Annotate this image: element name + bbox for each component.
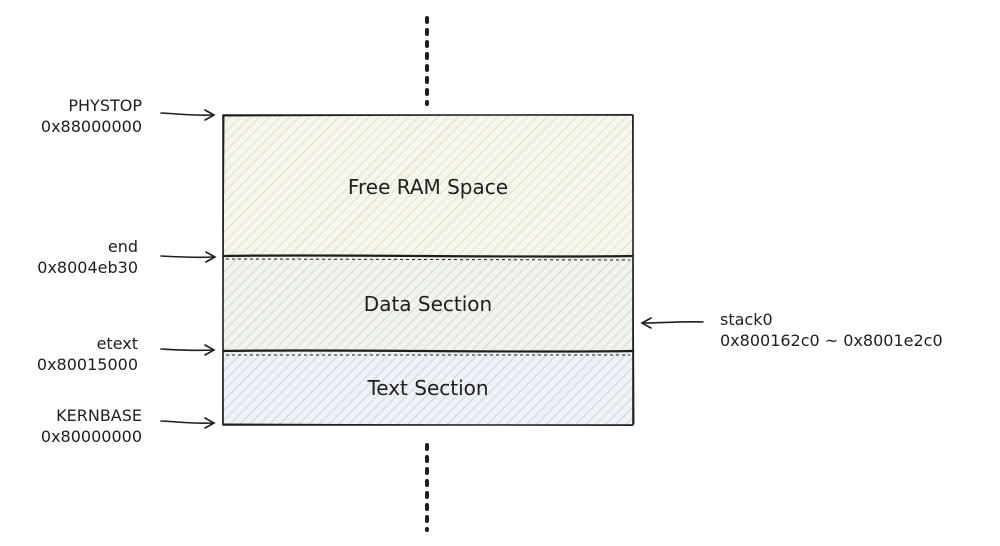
end-label: end 0x8004eb30	[37, 236, 138, 278]
divider-end	[222, 254, 634, 258]
arrow-phystop	[160, 109, 216, 121]
free-ram-section	[223, 115, 633, 256]
text-section	[223, 352, 633, 425]
etext-address: 0x80015000	[36, 355, 138, 374]
stack0-address: 0x800162c0 ~ 0x8001e2c0	[720, 331, 943, 350]
etext-label: etext 0x80015000	[37, 333, 138, 375]
memory-block-border-sketch	[222, 114, 635, 426]
phystop-label: PHYSTOP 0x88000000	[41, 95, 142, 137]
arrow-end	[160, 251, 217, 263]
data-section	[223, 256, 633, 352]
stack0-label: stack0 0x800162c0 ~ 0x8001e2c0	[720, 309, 943, 351]
phystop-address: 0x88000000	[40, 117, 142, 136]
phystop-name: PHYSTOP	[68, 96, 142, 115]
free-ram-label: Free RAM Space	[347, 175, 509, 199]
end-address: 0x8004eb30	[37, 258, 138, 277]
kernbase-address: 0x80000000	[40, 427, 142, 446]
divider-end-dashed	[225, 258, 631, 261]
arrow-kernbase	[160, 417, 216, 429]
end-name: end	[107, 237, 138, 256]
etext-name: etext	[96, 334, 138, 353]
data-section-label: Data Section	[363, 292, 493, 316]
kernbase-name: KERNBASE	[56, 406, 142, 425]
arrow-stack0	[640, 317, 704, 329]
arrow-etext	[160, 344, 216, 356]
divider-etext	[222, 349, 634, 353]
kernbase-label: KERNBASE 0x80000000	[41, 405, 142, 447]
text-section-label: Text Section	[367, 376, 489, 400]
stack0-name: stack0	[720, 310, 773, 329]
